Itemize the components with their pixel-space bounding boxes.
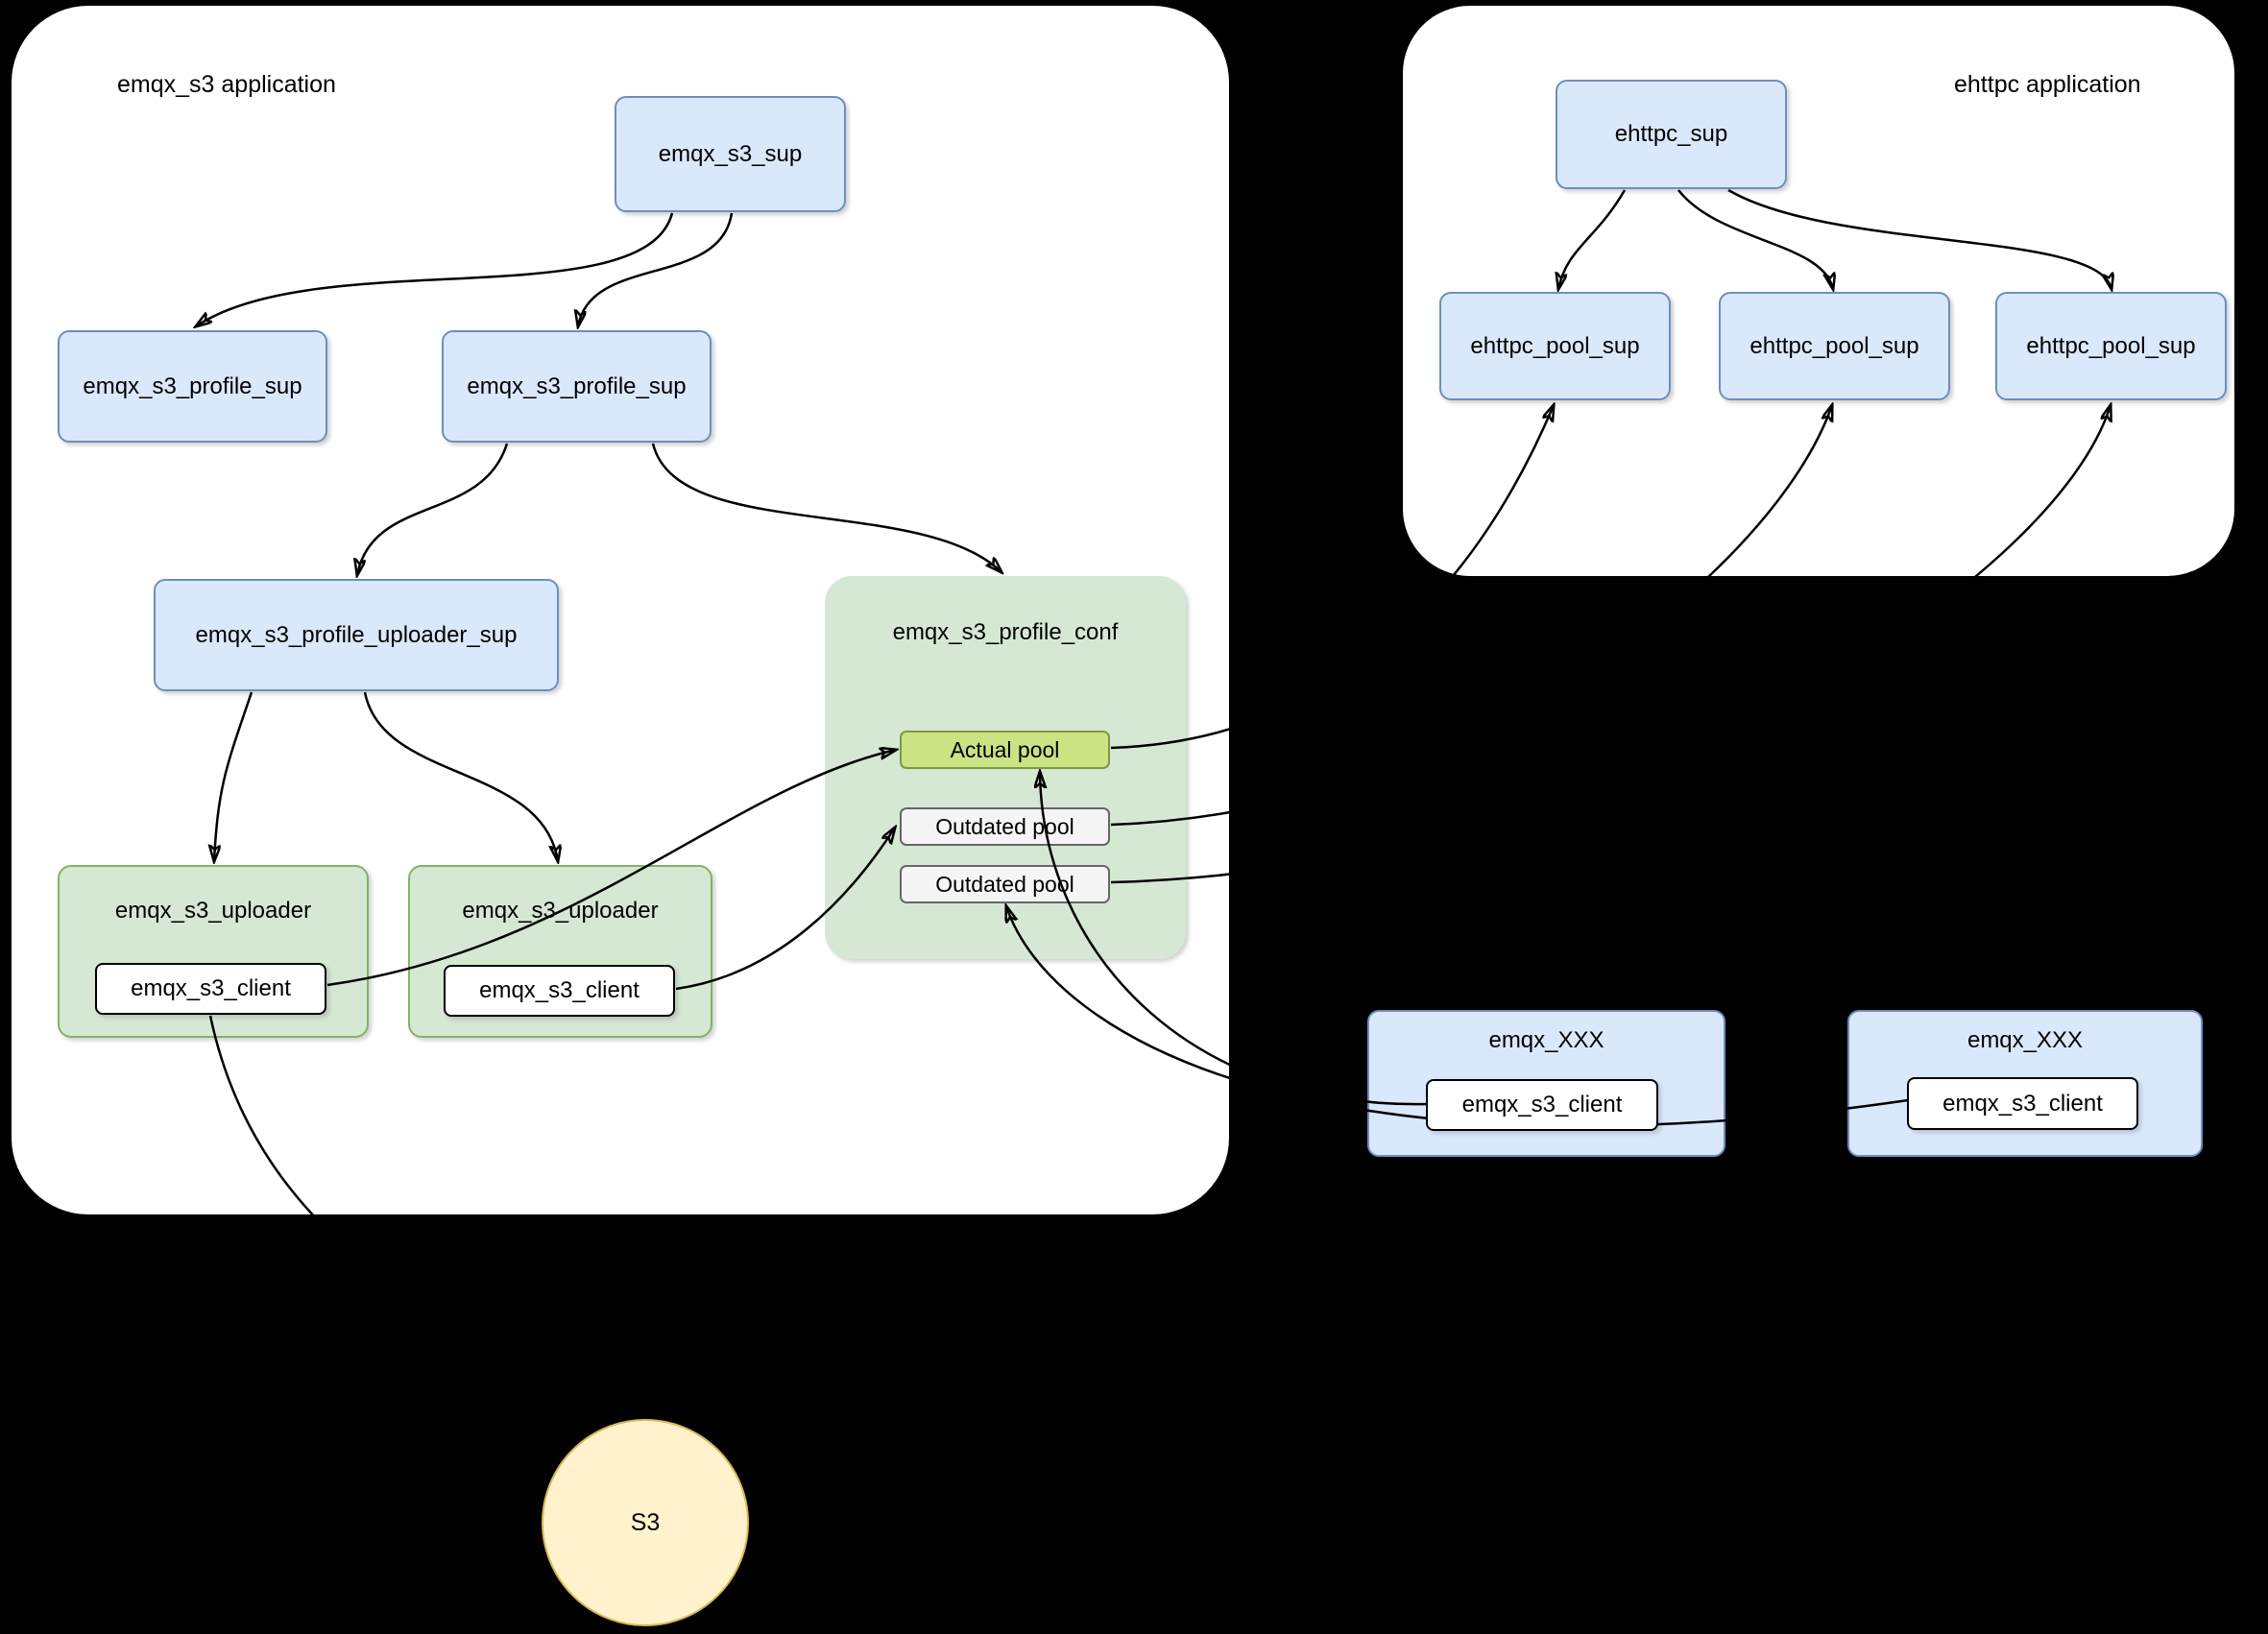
node-emqx-s3-client-xxx-right: emqx_s3_client xyxy=(1907,1077,2138,1130)
node-emqx-s3-client-right: emqx_s3_client xyxy=(444,965,675,1017)
node-actual-pool: Actual pool xyxy=(900,731,1110,769)
ehttpc-application-title: ehttpc application xyxy=(1954,71,2141,98)
node-emqx-s3-sup: emqx_s3_sup xyxy=(615,96,846,212)
node-emqx-s3-profile-uploader-sup: emqx_s3_profile_uploader_sup xyxy=(154,579,559,691)
emqx-xxx-right-title: emqx_XXX xyxy=(1966,1027,2084,1053)
emqx-s3-profile-conf-title: emqx_s3_profile_conf xyxy=(892,619,1119,645)
emqx-s3-uploader-right-title: emqx_s3_uploader xyxy=(462,898,659,924)
node-s3: S3 xyxy=(542,1419,749,1626)
emqx-xxx-left-title: emqx_XXX xyxy=(1488,1027,1604,1053)
node-ehttpc-pool-sup-2: ehttpc_pool_sup xyxy=(1719,292,1950,400)
node-outdated-pool-1: Outdated pool xyxy=(900,807,1110,846)
node-emqx-s3-client-left: emqx_s3_client xyxy=(95,963,326,1015)
node-outdated-pool-2: Outdated pool xyxy=(900,865,1110,903)
node-ehttpc-sup: ehttpc_sup xyxy=(1556,80,1787,189)
emqx-s3-uploader-left-title: emqx_s3_uploader xyxy=(114,898,312,924)
node-emqx-s3-profile-sup-mid: emqx_s3_profile_sup xyxy=(442,330,712,443)
node-emqx-s3-profile-sup-left: emqx_s3_profile_sup xyxy=(58,330,327,443)
node-ehttpc-pool-sup-3: ehttpc_pool_sup xyxy=(1995,292,2227,400)
node-ehttpc-pool-sup-1: ehttpc_pool_sup xyxy=(1439,292,1671,400)
node-emqx-s3-client-xxx-left: emqx_s3_client xyxy=(1426,1079,1658,1131)
emqx-s3-application-title: emqx_s3 application xyxy=(117,71,336,98)
